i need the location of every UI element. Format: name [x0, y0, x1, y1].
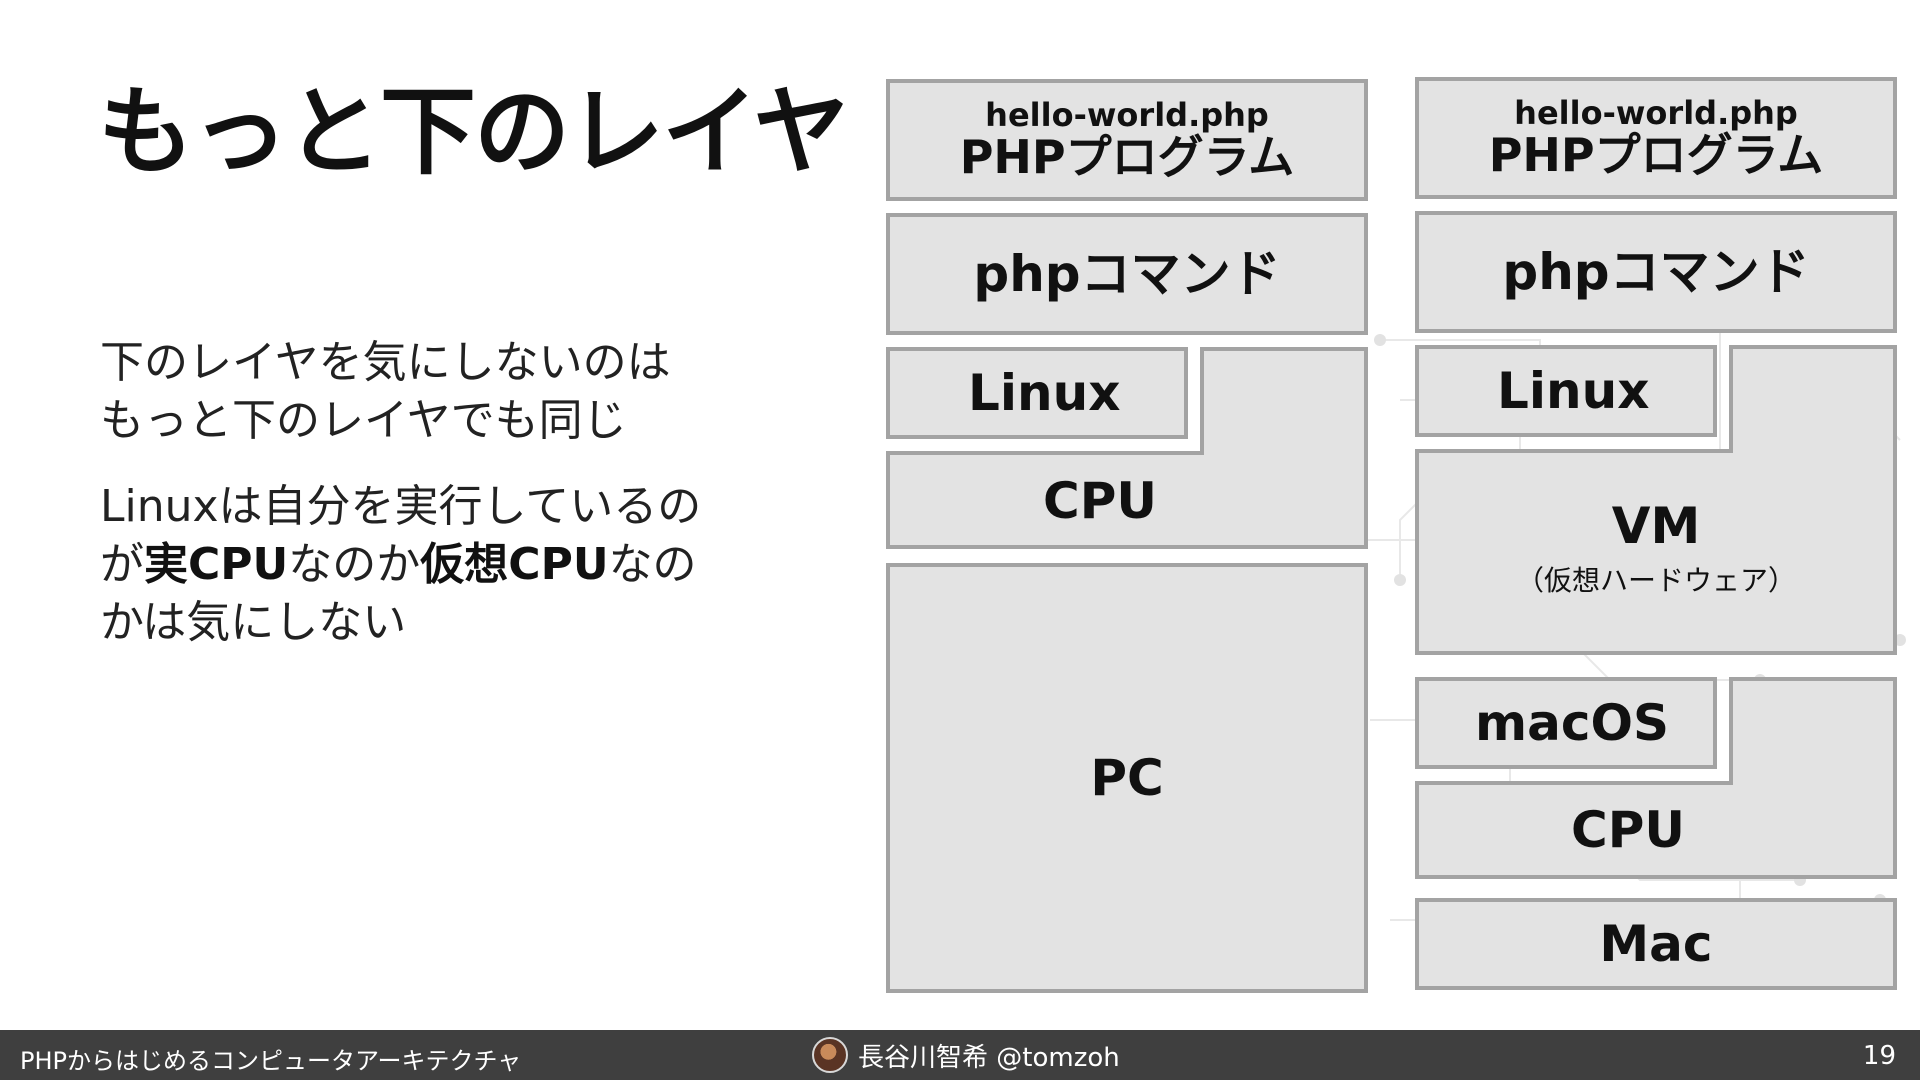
right-mac-label: Mac [1599, 914, 1713, 973]
left-cpu-label: CPU [1043, 472, 1157, 530]
right-command-label: phpコマンド [1502, 242, 1810, 301]
para2-line3: かは気にしない [100, 597, 407, 648]
right-mac-box: Mac [1415, 898, 1897, 990]
para2-line2-e: なの [608, 539, 697, 590]
right-cpu-label: CPU [1571, 801, 1685, 859]
footer-author: 長谷川智希 @tomzoh [812, 1037, 1120, 1073]
body-paragraph-2: Linuxは自分を実行しているの が実CPUなのか仮想CPUなの かは気にしない [100, 478, 701, 652]
left-command-label: phpコマンド [973, 244, 1281, 303]
left-linux-box: Linux [886, 347, 1188, 439]
left-pc-box: PC [886, 563, 1368, 993]
right-vm-sublabel: （仮想ハードウェア） [1515, 563, 1796, 597]
right-program-file: hello-world.php [1514, 94, 1798, 133]
body-paragraph-1: 下のレイヤを気にしないのは もっと下のレイヤでも同じ [100, 334, 671, 450]
left-php-program-box: hello-world.php PHPプログラム [886, 79, 1368, 201]
footer-bar: PHPからはじめるコンピュータアーキテクチャ 長谷川智希 @tomzoh 19 [0, 1030, 1920, 1080]
para2-line1: Linuxは自分を実行しているの [100, 481, 702, 532]
footer-page-number: 19 [1862, 1041, 1896, 1071]
right-cpu-box [1415, 677, 1897, 879]
para2-line2-c: なのか [288, 539, 421, 590]
para1-line2: もっと下のレイヤでも同じ [100, 395, 627, 446]
right-vm-text: VM （仮想ハードウェア） [1415, 500, 1897, 599]
right-php-program-box: hello-world.php PHPプログラム [1415, 77, 1897, 199]
footer-deck-title: PHPからはじめるコンピュータアーキテクチャ [20, 1047, 522, 1075]
right-vm-label: VM [1611, 497, 1701, 555]
left-php-command-box: phpコマンド [886, 213, 1368, 335]
right-program-label: PHPプログラム [1488, 127, 1824, 182]
para1-line1: 下のレイヤを気にしないのは [100, 337, 671, 388]
right-macos-label: macOS [1475, 693, 1669, 752]
virtual-cpu-emphasis: 仮想CPU [420, 539, 609, 590]
right-macos-box: macOS [1415, 677, 1717, 769]
slide-title: もっと下のレイヤ [98, 76, 849, 188]
footer-author-name: 長谷川智希 @tomzoh [858, 1042, 1120, 1073]
left-linux-label: Linux [968, 363, 1121, 422]
author-avatar [812, 1037, 848, 1073]
right-guest-linux-label: Linux [1497, 361, 1650, 420]
left-cpu-box [886, 347, 1368, 549]
left-pc-label: PC [1090, 748, 1164, 807]
right-php-command-box: phpコマンド [1415, 211, 1897, 333]
left-program-file: hello-world.php [985, 96, 1269, 135]
left-program-label: PHPプログラム [959, 129, 1295, 184]
para2-line2-a: が [100, 539, 144, 590]
right-vm-box [1415, 345, 1897, 655]
real-cpu-emphasis: 実CPU [144, 539, 289, 590]
right-guest-linux-box: Linux [1415, 345, 1717, 437]
